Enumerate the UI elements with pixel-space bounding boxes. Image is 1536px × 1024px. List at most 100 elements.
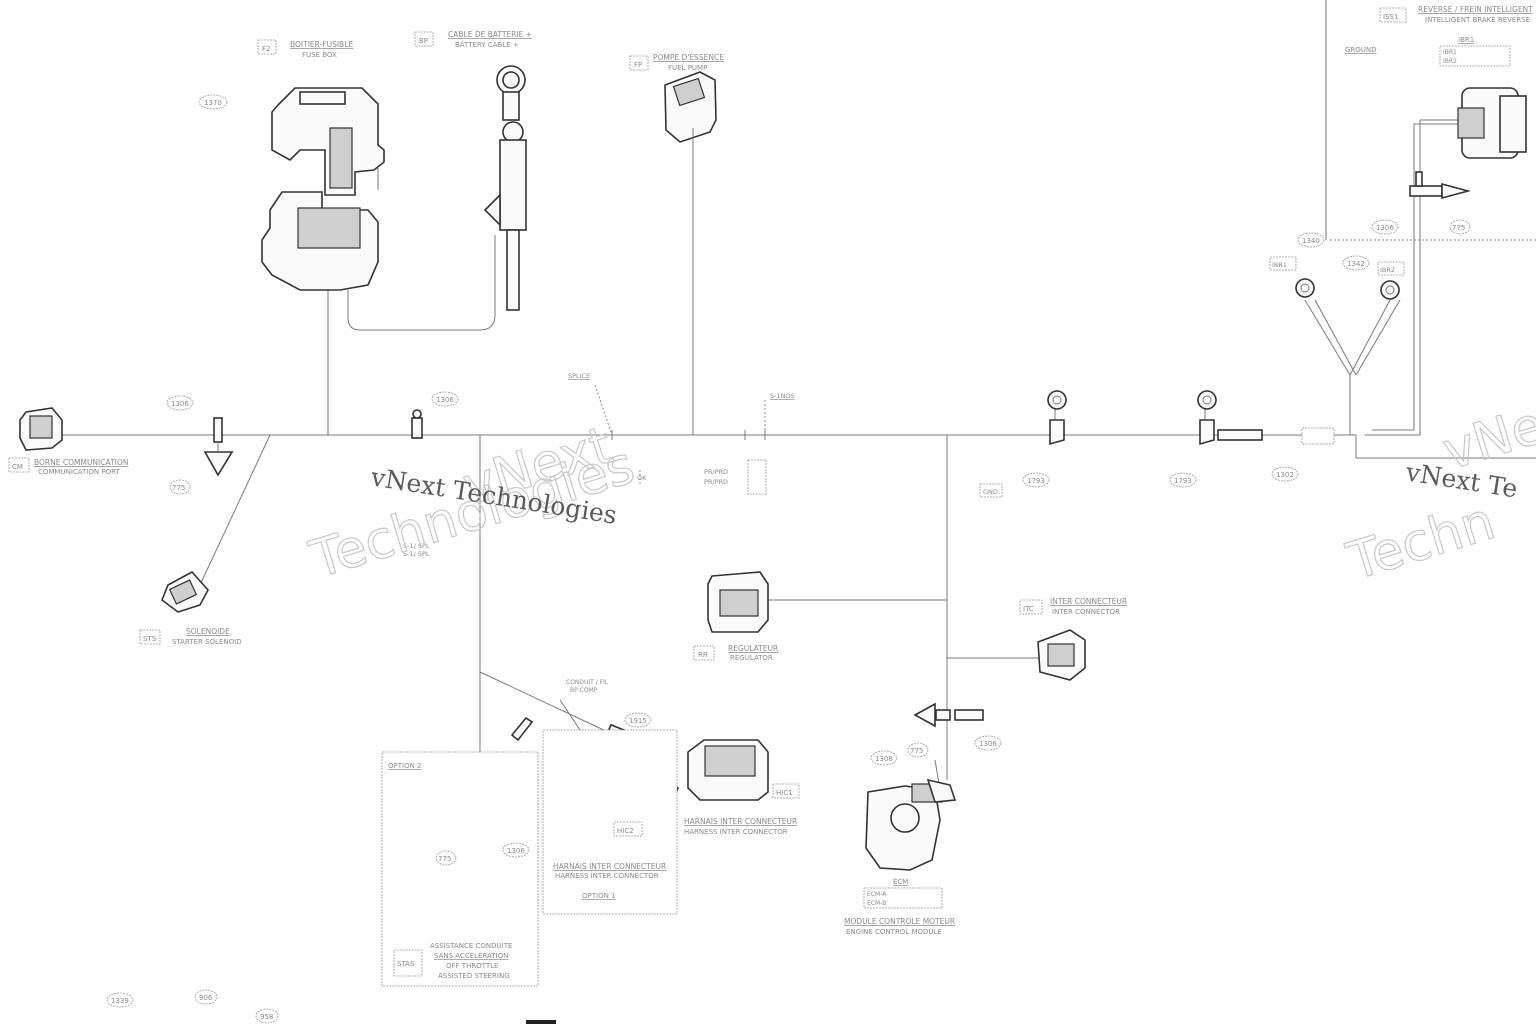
grommet-terminal-ecm <box>913 702 984 728</box>
ref-1302: 1302 <box>1276 471 1294 479</box>
ref-775-d: 775 <box>438 855 451 863</box>
steering-line-1: ASSISTANCE CONDUITE <box>430 942 512 950</box>
engine-control-module <box>865 778 957 871</box>
fuel-pump-connector <box>664 71 717 143</box>
regulator-fr: REGULATEUR <box>728 644 778 653</box>
starter-fr: SOLENOIDE <box>186 627 230 636</box>
ibr-code: ISS1 <box>1383 13 1398 21</box>
steering-line-4: ASSISTED STEERING <box>438 972 510 980</box>
ref-1793-b: 1793 <box>1174 477 1192 485</box>
intelligent-brake-connector <box>1457 87 1527 159</box>
starter-en: STARTER SOLENOID <box>172 638 242 646</box>
battery-cable <box>483 65 527 311</box>
grommet-terminal-upper-right <box>1409 171 1472 200</box>
hic1-en: HARNESS INTER CONNECTOR <box>684 828 788 836</box>
inter-conn-fr: INTER CONNECTEUR <box>1050 597 1127 606</box>
ref-1793-a: 1793 <box>1027 477 1045 485</box>
watermark-right: vNext Te Techn vNext Te <box>1340 359 1536 593</box>
inter-conn-en: INTER CONNECTOR <box>1052 608 1120 616</box>
fuse-box <box>261 87 385 291</box>
ref-1340: 1340 <box>1302 237 1320 245</box>
ref-1306-b: 1306 <box>436 396 454 404</box>
tag-gnd: GND <box>983 488 998 496</box>
ring-terminal-1 <box>1047 390 1067 446</box>
comm-port-en: COMMUNICATION PORT <box>38 468 120 476</box>
ref-1306-d: 1306 <box>979 740 997 748</box>
tag-ibr1: IBR1 <box>1272 261 1287 269</box>
regulator-code: RR <box>698 651 708 659</box>
ref-1370: 1370 <box>204 99 222 107</box>
harness-inter-connector-hic1 <box>687 739 769 801</box>
starter-code: STS <box>143 635 157 643</box>
regulator-connector <box>707 571 769 633</box>
tag-splice-1: SPLICE <box>568 372 590 380</box>
watermark-right-outline-2: Techn <box>1340 491 1501 592</box>
fuel-pump-en: FUEL PUMP <box>668 64 707 72</box>
battery-cable-code: BP <box>419 37 428 45</box>
hic2-code: HIC2 <box>617 827 634 835</box>
option-1-box <box>542 729 678 915</box>
tag-wires-1: CONDUIT / FIL <box>566 679 609 686</box>
regulator-en: REGULATOR <box>730 654 773 662</box>
option-2-box <box>381 751 539 987</box>
fuel-pump-fr: POMPE D'ESSENCE <box>653 53 724 62</box>
splice-box <box>747 459 767 495</box>
reference-bubbles: 1306 775 1306 1793 1793 1302 1340 1342 1… <box>106 219 1471 1024</box>
inter-conn-code: ITC <box>1023 605 1034 613</box>
wire-sleeve <box>1217 429 1263 441</box>
ibr-row-2: IBR2 <box>1443 58 1457 65</box>
ref-775-a: 775 <box>172 484 185 492</box>
ecm-en: ENGINE CONTROL MODULE <box>846 928 942 936</box>
ibr-row-1: IBR1 <box>1443 49 1457 56</box>
harness-break-hatch <box>1301 427 1335 445</box>
ecm-code: ECM <box>893 878 908 886</box>
ref-1308: 1308 <box>875 755 893 763</box>
tag-splice-4: PR/PRD <box>704 478 728 486</box>
ibr-sub: IBR1 <box>1458 36 1474 44</box>
tag-ibr2: IBR2 <box>1380 266 1395 274</box>
fuel-pump-code: FP <box>634 61 642 69</box>
comm-port-fr: BORNE COMMUNICATION <box>34 458 128 467</box>
battery-cable-fr: CABLE DE BATTERIE + <box>448 30 532 39</box>
steering-line-2: SANS ACCELERATION <box>434 952 508 960</box>
inter-connector <box>1037 629 1086 681</box>
ecm-row-1: ECM-A <box>867 891 887 898</box>
tag-ok: OK <box>637 474 647 482</box>
hic2-fr: HARNAIS INTER CONNECTEUR <box>553 862 666 871</box>
ring-terminals-y-branch <box>1295 278 1400 300</box>
ibr-fr: REVERSE / FREIN INTELLIGENT <box>1418 5 1533 14</box>
hic2-en: HARNESS INTER CONNECTOR <box>555 872 659 880</box>
ref-1915: 1915 <box>629 717 647 725</box>
ibr-en: INTELLIGENT BRAKE REVERSE <box>1425 16 1530 24</box>
fuse-box-en: FUSE BOX <box>302 51 337 59</box>
hic2-option: OPTION 1 <box>582 892 616 900</box>
page-edge-mark <box>526 1020 556 1024</box>
ref-958: 958 <box>260 1013 273 1021</box>
steering-code: STAS <box>397 960 415 968</box>
ref-775-b: 775 <box>1452 224 1465 232</box>
hic1-fr: HARNAIS INTER CONNECTEUR <box>684 817 797 826</box>
starter-solenoid-connector <box>161 570 209 613</box>
tag-splice-3: PR/PRD <box>704 468 728 476</box>
steering-line-3: OFF THROTTLE <box>446 962 498 970</box>
fuse-box-fr: BOITIER-FUSIBLE <box>290 40 353 49</box>
hic1-code: HIC1 <box>776 789 793 797</box>
ref-1306-a: 1306 <box>171 400 189 408</box>
fuse-box-code: F2 <box>262 45 270 53</box>
ref-906: 906 <box>199 994 213 1002</box>
tag-splice-6: 5-1/ SPL <box>403 550 430 558</box>
ref-1339: 1339 <box>111 997 129 1005</box>
ecm-fr: MODULE CONTROLE MOTEUR <box>844 917 955 926</box>
ref-1306-c: 1306 <box>1376 224 1394 232</box>
battery-cable-en: BATTERY CABLE + <box>455 41 519 49</box>
ring-terminal-2 <box>1197 390 1217 446</box>
tag-wires-2: BP COMP <box>570 687 598 694</box>
communication-port-connector <box>19 407 63 451</box>
tag-splice-5: 5-1/ SPL <box>403 542 430 550</box>
watermark-left: vNext Technologies vNext Technologies <box>303 415 642 591</box>
grommet-terminal-left <box>203 417 234 477</box>
ref-1306-e: 1306 <box>507 847 525 855</box>
tag-splice-2: S-1NOS <box>770 392 795 400</box>
ecm-row-2: ECM-B <box>867 900 886 907</box>
